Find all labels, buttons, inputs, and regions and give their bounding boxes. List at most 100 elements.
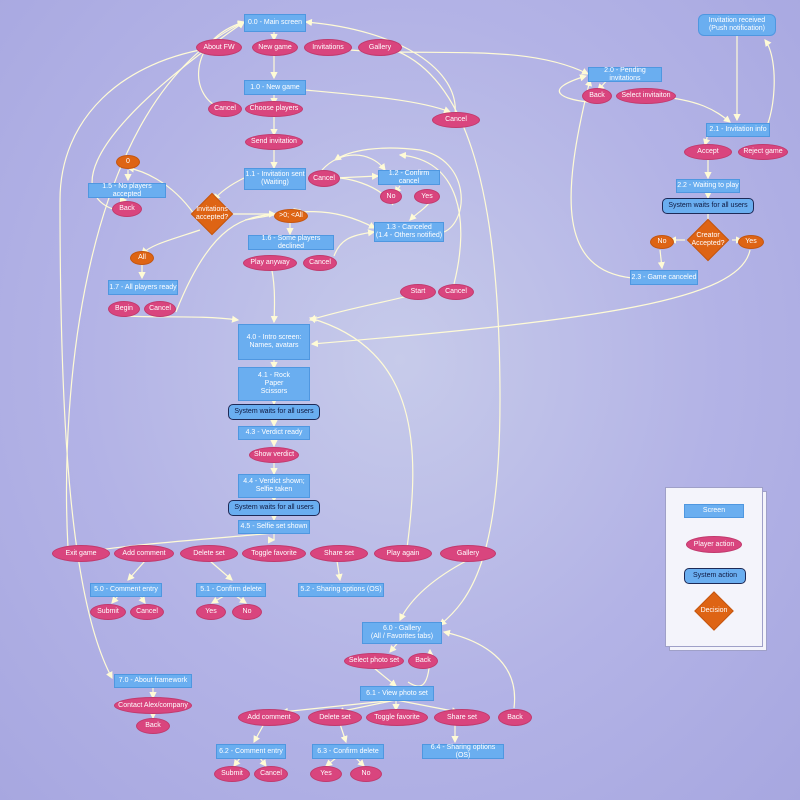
- screen-push-notification: Invitation received (Push notification): [698, 14, 776, 36]
- outcome-yes-2-2: Yes: [738, 235, 764, 249]
- outcome-some: >0; <All: [274, 209, 308, 223]
- action-cancel-new-game[interactable]: Cancel: [208, 101, 242, 117]
- action-add-comment[interactable]: Add comment: [114, 545, 174, 562]
- action-contact[interactable]: Contact Alex/company: [114, 697, 192, 714]
- action-share-set-6-1[interactable]: Share set: [434, 709, 490, 726]
- action-send-invitation[interactable]: Send invitation: [245, 134, 303, 150]
- action-back-2-0[interactable]: Back: [582, 88, 612, 104]
- action-cancel-invitation-sent[interactable]: Cancel: [308, 170, 340, 187]
- action-submit-6-2[interactable]: Submit: [214, 766, 250, 782]
- screen-1-6-some-declined: 1.6 - Some players declined: [248, 235, 334, 250]
- action-cancel-1-7[interactable]: Cancel: [144, 301, 176, 317]
- action-share-set[interactable]: Share set: [310, 545, 368, 562]
- link: [310, 249, 751, 348]
- screen-4-5-selfie-set: 4.5 - Selfie set shown: [238, 520, 310, 534]
- action-toggle-favorite[interactable]: Toggle favorite: [242, 545, 306, 562]
- action-show-verdict[interactable]: Show verdict: [249, 447, 299, 463]
- action-yes-1-2[interactable]: Yes: [414, 189, 440, 204]
- link: [213, 177, 245, 201]
- screen-4-3-verdict-ready: 4.3 - Verdict ready: [238, 426, 310, 440]
- action-invitations[interactable]: Invitations: [304, 39, 352, 56]
- action-yes-5-1[interactable]: Yes: [196, 604, 226, 620]
- action-no-6-3[interactable]: No: [350, 766, 382, 782]
- screen-1-2-confirm-cancel: 1.2 - Confirm cancel: [378, 170, 440, 185]
- link: [209, 560, 233, 581]
- action-about-fw[interactable]: About FW: [196, 39, 242, 56]
- screen-5-2-sharing: 5.2 - Sharing options (OS): [298, 583, 384, 597]
- action-cancel-1-6[interactable]: Cancel: [303, 255, 337, 271]
- screen-2-2-waiting: 2.2 - Waiting to play: [676, 179, 740, 193]
- link: [127, 560, 146, 581]
- link: [233, 757, 241, 767]
- link: [399, 559, 469, 622]
- action-no-1-2[interactable]: No: [380, 189, 402, 204]
- action-play-again[interactable]: Play again: [374, 545, 432, 562]
- action-toggle-favorite-6-1[interactable]: Toggle favorite: [366, 709, 428, 726]
- screen-4-4-verdict-shown: 4.4 - Verdict shown; Selfie taken: [238, 474, 310, 498]
- link: [335, 560, 343, 582]
- link: [111, 595, 119, 604]
- screen-2-0-pending: 2.0 - Pending invitations: [588, 67, 662, 82]
- screen-2-1-invitation-info: 2.1 - Invitation info: [706, 123, 770, 137]
- action-back-6-1[interactable]: Back: [498, 709, 532, 726]
- action-select-invitation[interactable]: Select invitaiton: [616, 88, 676, 104]
- action-play-anyway[interactable]: Play anyway: [243, 255, 297, 271]
- screen-6-1-view-photo-set: 6.1 - View photo set: [360, 686, 434, 701]
- link: [259, 757, 267, 767]
- link: [570, 78, 633, 279]
- screen-2-3-game-canceled: 2.3 - Game canceled: [630, 270, 698, 285]
- action-gallery-top[interactable]: Gallery: [358, 39, 402, 56]
- link: [333, 229, 376, 257]
- action-gallery-4-5[interactable]: Gallery: [440, 545, 496, 562]
- action-back-7-0[interactable]: Back: [136, 718, 170, 734]
- screen-6-3-confirm-delete: 6.3 - Confirm delete: [312, 744, 384, 759]
- outcome-no-2-2: No: [650, 235, 674, 249]
- link: [318, 46, 590, 75]
- action-select-photo-set[interactable]: Select photo set: [344, 653, 404, 669]
- action-back-1-5[interactable]: Back: [112, 201, 142, 217]
- legend-decision-label: Decision: [700, 607, 728, 614]
- screen-1-1-invitation-sent: 1.1 - Invitation sent (Waiting): [244, 168, 306, 190]
- screen-1-0-new-game: 1.0 - New game: [244, 80, 306, 95]
- link: [138, 595, 146, 604]
- screen-6-4-sharing: 6.4 - Sharing options (OS): [422, 744, 504, 759]
- action-yes-6-3[interactable]: Yes: [310, 766, 342, 782]
- action-cancel-6-2[interactable]: Cancel: [254, 766, 288, 782]
- legend-system-action: System action: [684, 568, 746, 584]
- action-start[interactable]: Start: [400, 284, 436, 300]
- action-no-5-1[interactable]: No: [232, 604, 262, 620]
- action-submit-5-0[interactable]: Submit: [90, 604, 126, 620]
- action-back-6-0[interactable]: Back: [408, 653, 438, 669]
- action-new-game[interactable]: New game: [252, 39, 298, 56]
- action-accept[interactable]: Accept: [684, 144, 732, 160]
- link: [59, 46, 219, 680]
- screen-5-0-comment-entry: 5.0 - Comment entry: [90, 583, 162, 597]
- link: [308, 316, 414, 549]
- link: [442, 629, 516, 709]
- link: [235, 595, 247, 604]
- action-delete-set[interactable]: Delete set: [180, 545, 238, 562]
- action-cancel-5-0[interactable]: Cancel: [130, 604, 164, 620]
- link: [325, 757, 337, 767]
- screen-4-0-intro: 4.0 - Intro screen: Names, avatars: [238, 324, 310, 360]
- link: [65, 21, 246, 549]
- link: [761, 39, 775, 135]
- action-cancel-start[interactable]: Cancel: [438, 284, 474, 300]
- link: [244, 211, 377, 229]
- link: [373, 667, 397, 687]
- action-begin[interactable]: Begin: [108, 301, 140, 317]
- screen-1-3-canceled: 1.3 - Canceled (1.4 - Others notified): [374, 222, 444, 242]
- action-reject-game[interactable]: Reject game: [738, 144, 788, 160]
- link: [210, 595, 225, 604]
- link: [126, 165, 195, 215]
- action-add-comment-6-1[interactable]: Add comment: [238, 709, 300, 726]
- link: [253, 723, 265, 744]
- action-delete-set-6-1[interactable]: Delete set: [308, 709, 362, 726]
- action-choose-players[interactable]: Choose players: [245, 101, 303, 117]
- action-cancel-right[interactable]: Cancel: [432, 112, 480, 128]
- link: [141, 229, 201, 255]
- action-exit-game[interactable]: Exit game: [52, 545, 110, 562]
- link: [269, 261, 278, 324]
- link: [339, 723, 348, 744]
- legend-player-action: Player action: [686, 536, 742, 553]
